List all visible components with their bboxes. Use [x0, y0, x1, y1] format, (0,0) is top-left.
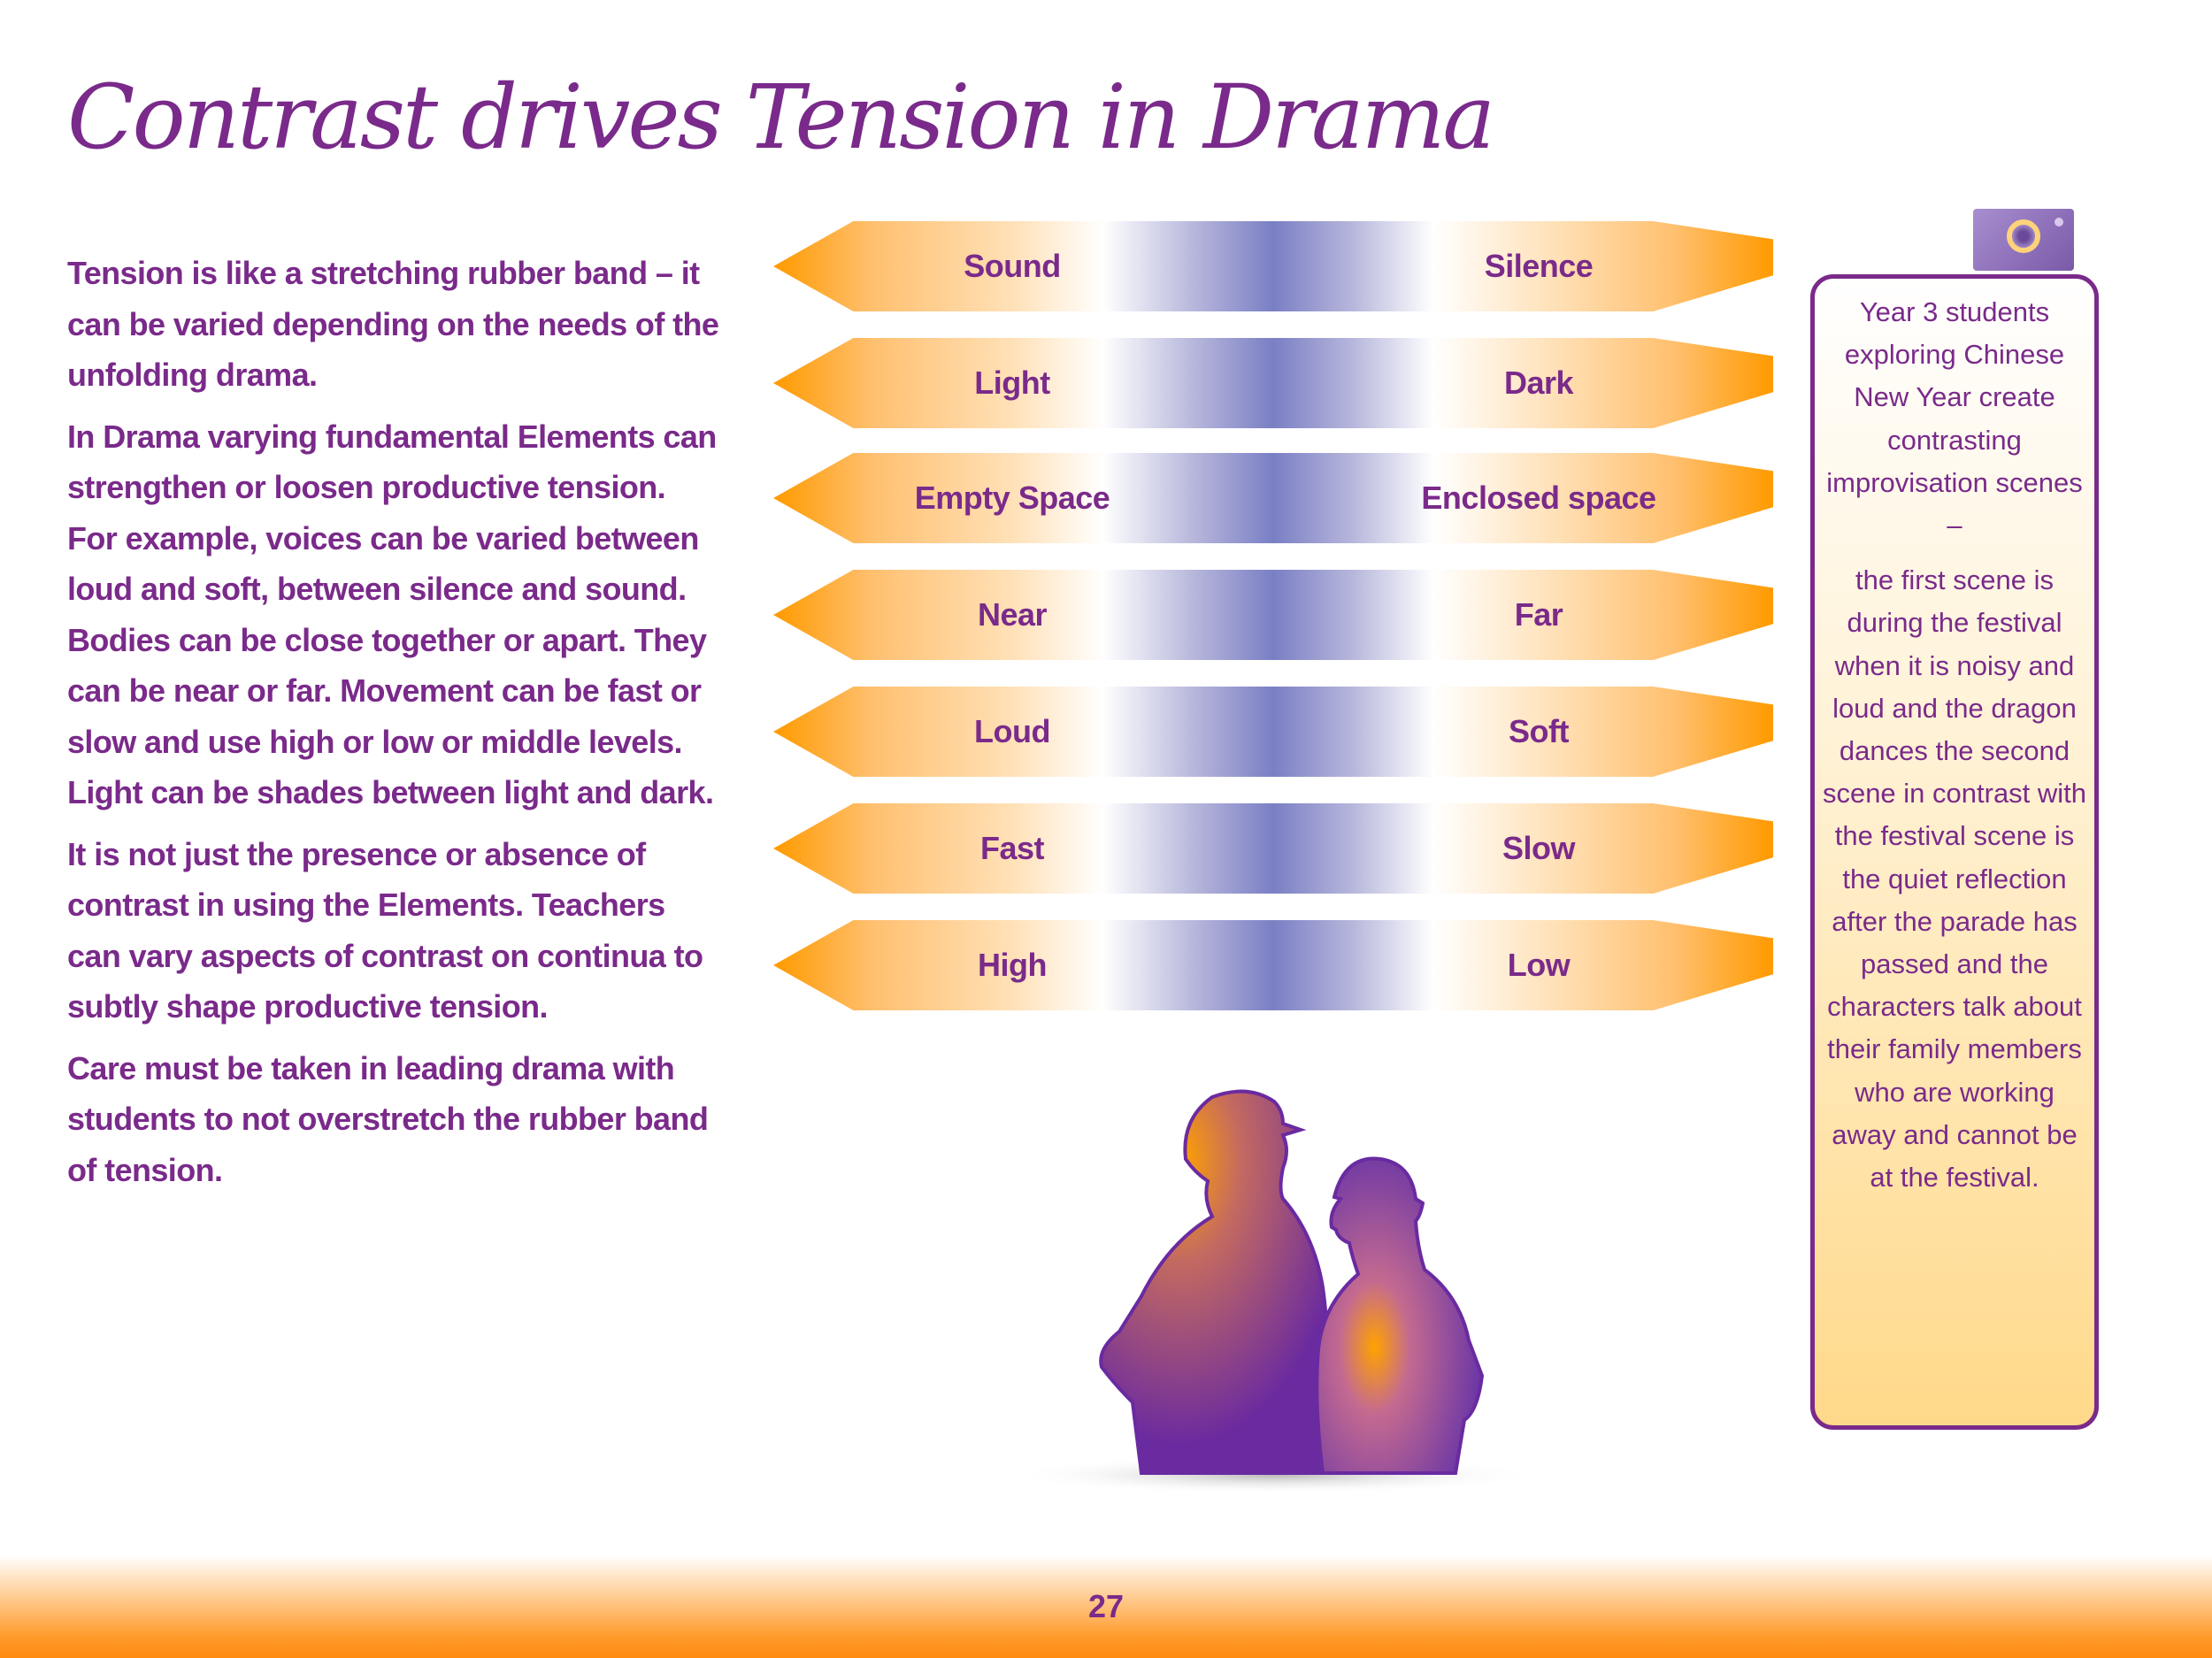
body-text: Tension is like a stretching rubber band… — [67, 248, 722, 1206]
continuum-right-label: Enclosed space — [1421, 480, 1656, 516]
page-title: Contrast drives Tension in Drama — [67, 65, 1495, 169]
continuum-right-label: Low — [1507, 947, 1571, 983]
continuum-fast-slow: Fast Slow — [773, 803, 1773, 894]
continuum-left-label: Loud — [974, 713, 1050, 749]
continuum-right-label: Dark — [1503, 365, 1574, 401]
paragraph-1: Tension is like a stretching rubber band… — [67, 255, 719, 393]
continuum-high-low: High Low — [773, 920, 1773, 1010]
workers-silhouette-illustration — [1009, 1089, 1540, 1491]
paragraph-3: It is not just the presence or absence o… — [67, 835, 703, 1025]
continuum-right-label: Far — [1514, 596, 1563, 633]
continuum-space: Empty Space Enclosed space — [773, 453, 1773, 543]
continuum-right-label: Slow — [1502, 830, 1576, 866]
man-silhouette — [1099, 1089, 1331, 1475]
page-number: 27 — [1087, 1588, 1125, 1624]
continuum-right-label: Soft — [1509, 713, 1569, 749]
continuum-sound-silence: Sound Silence — [773, 221, 1773, 311]
continuum-left-label: Near — [977, 596, 1048, 633]
continuum-loud-soft: Loud Soft — [773, 687, 1773, 777]
paragraph-4: Care must be taken in leading drama with… — [67, 1049, 709, 1188]
continuum-left-label: Empty Space — [914, 480, 1110, 516]
camera-flash — [2055, 218, 2063, 226]
continuum-near-far: Near Far — [773, 570, 1773, 660]
sidebox-intro: Year 3 students exploring Chinese New Ye… — [1826, 296, 2083, 541]
continuum-left-label: Fast — [979, 830, 1045, 866]
sidebox-detail: the first scene is during the festival w… — [1822, 564, 2087, 1194]
woman-silhouette — [1315, 1156, 1485, 1475]
paragraph-2: In Drama varying fundamental Elements ca… — [67, 418, 717, 811]
camera-lens — [2007, 219, 2040, 253]
continuum-left-label: High — [978, 947, 1047, 983]
example-sidebox: Year 3 students exploring Chinese New Ye… — [1810, 274, 2099, 1430]
camera-icon — [1973, 209, 2074, 271]
continuum-light-dark: Light Dark — [773, 338, 1773, 428]
footer-band — [0, 1555, 2212, 1658]
continuum-left-label: Sound — [964, 248, 1061, 284]
continuum-left-label: Light — [974, 365, 1050, 401]
continuum-right-label: Silence — [1484, 248, 1594, 284]
